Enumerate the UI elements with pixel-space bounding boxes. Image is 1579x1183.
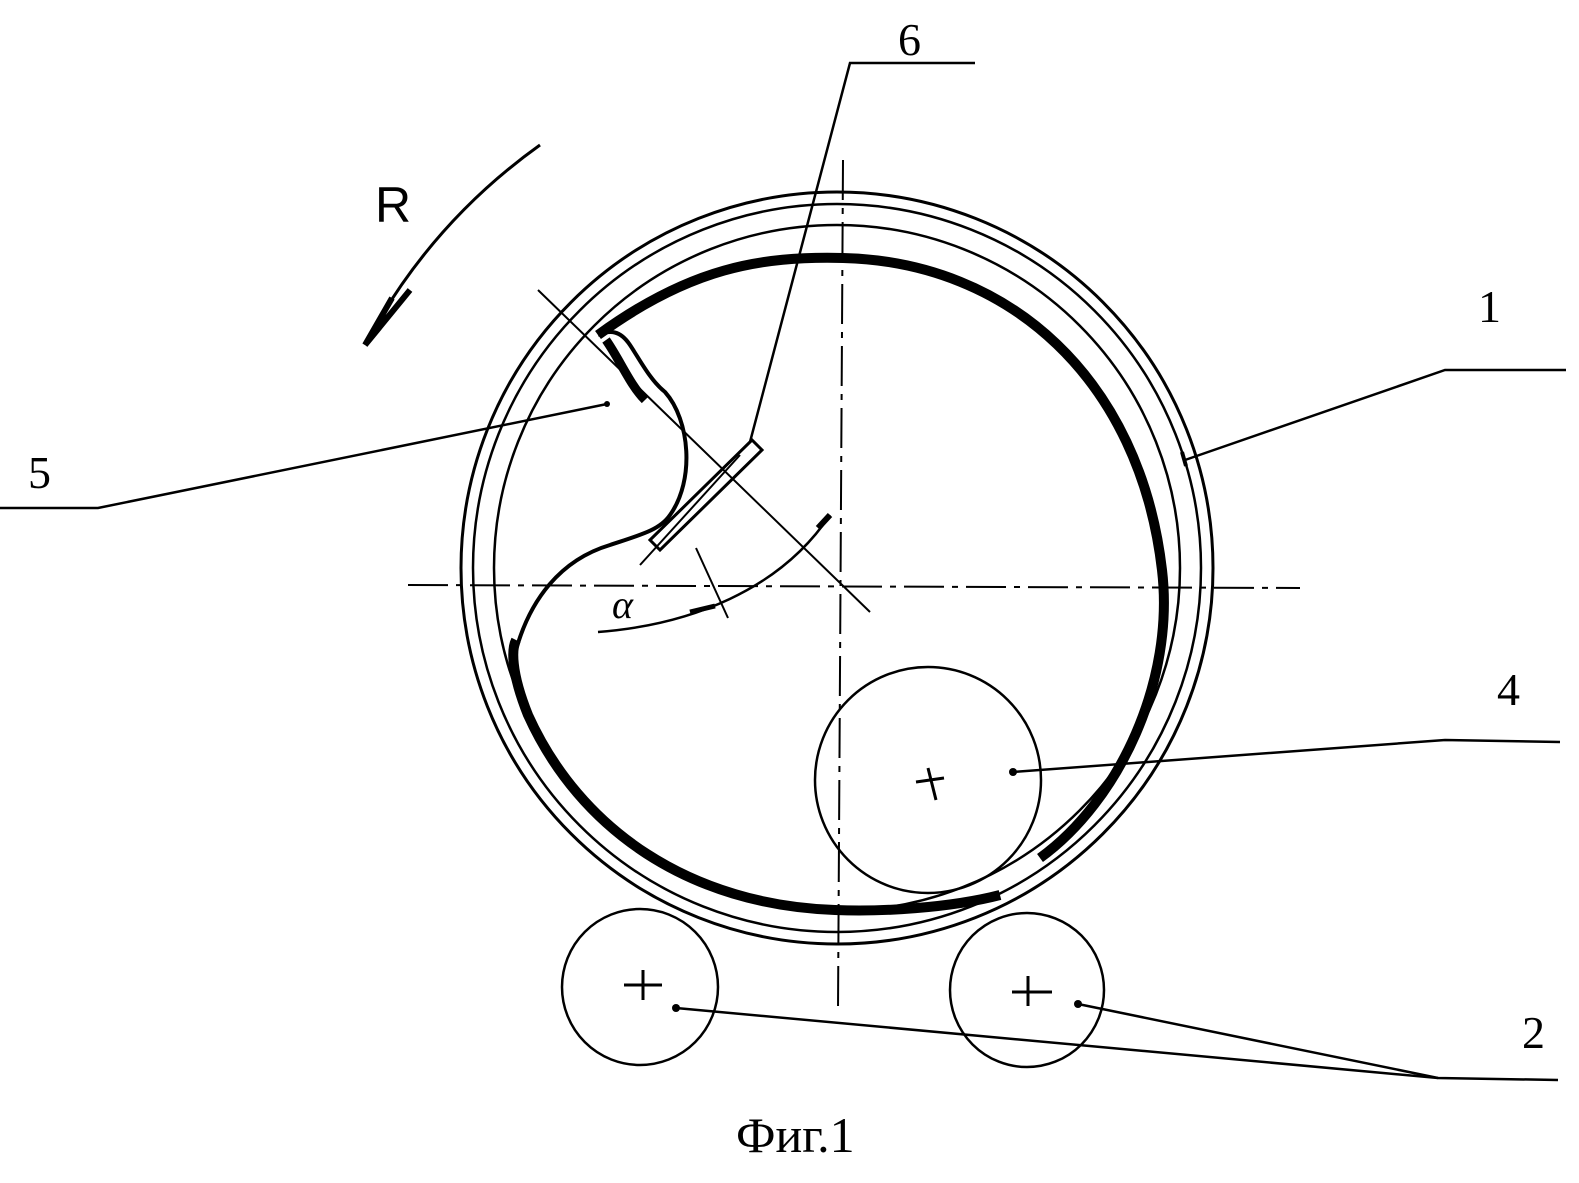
leader-2 bbox=[676, 1008, 1558, 1080]
leader-2b bbox=[1078, 1004, 1438, 1078]
leader-6 bbox=[750, 63, 975, 442]
profile-thick-edge bbox=[606, 340, 645, 400]
label-part-5: 5 bbox=[28, 447, 51, 498]
angle-arc-arrowhead bbox=[818, 515, 830, 528]
leader-4-dot bbox=[1009, 768, 1017, 776]
drum-middle-ring bbox=[473, 204, 1201, 932]
drum-outer-ring bbox=[461, 192, 1213, 944]
label-inner-roller: 4 bbox=[1497, 664, 1520, 715]
profile-curve bbox=[516, 332, 686, 650]
figure-caption: Фиг.1 bbox=[736, 1107, 855, 1163]
leader-4 bbox=[1013, 740, 1560, 772]
leader-2-dot-right bbox=[1074, 1000, 1082, 1008]
leader-5 bbox=[0, 404, 607, 508]
rotation-label: R bbox=[375, 177, 411, 233]
blade-element bbox=[650, 440, 762, 550]
angle-ray-line bbox=[640, 455, 740, 565]
inner-roller-center-mark bbox=[916, 768, 944, 800]
label-support-rollers: 2 bbox=[1522, 1007, 1545, 1058]
rotation-arrow: R bbox=[365, 145, 540, 345]
label-part-6: 6 bbox=[898, 14, 921, 65]
right-roller-center-mark bbox=[1012, 976, 1052, 1006]
label-drum: 1 bbox=[1478, 281, 1501, 332]
rotation-arrowhead bbox=[365, 290, 410, 345]
leader-1-tick bbox=[1182, 452, 1186, 466]
blade-body bbox=[650, 440, 762, 550]
left-support-roller bbox=[562, 909, 718, 1065]
left-roller-center-mark bbox=[624, 970, 662, 1000]
leader-2-dot-left bbox=[672, 1004, 680, 1012]
leader-1 bbox=[1185, 370, 1566, 460]
angle-label: α bbox=[612, 582, 634, 627]
angle-arc-lower-arrowhead bbox=[690, 606, 715, 612]
inner-roller bbox=[815, 667, 1041, 893]
leader-5-dot bbox=[604, 401, 610, 407]
drum-shell bbox=[461, 192, 1213, 944]
